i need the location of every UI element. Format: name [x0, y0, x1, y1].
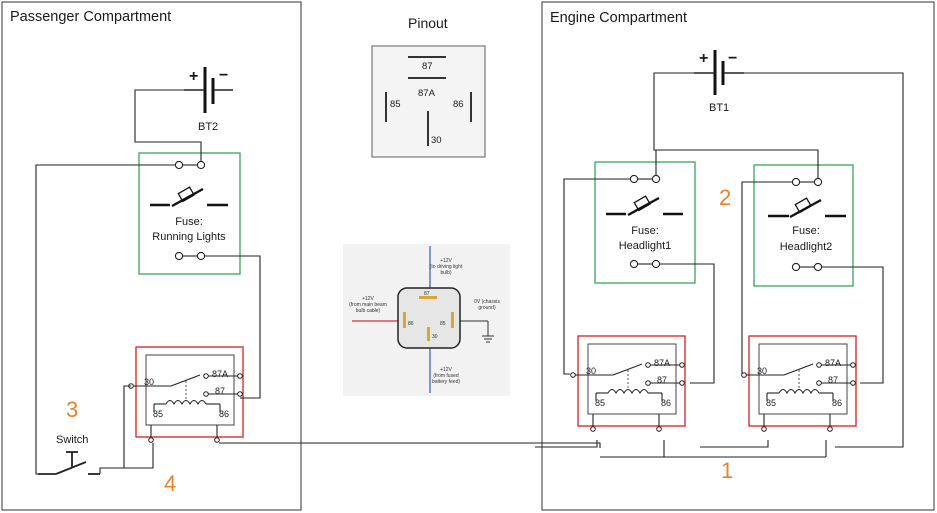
relay-terminal-87a-inner: [816, 362, 822, 368]
relay-pin-86: 86: [219, 409, 229, 419]
relay-terminal-87: [679, 380, 685, 386]
relay-terminal-87a-inner: [203, 373, 209, 379]
relay-pin-87a: 87A: [212, 369, 228, 379]
bt2-minus-sign: −: [219, 67, 228, 84]
relay-terminal-85: [761, 426, 767, 432]
relay-terminal-85: [148, 437, 154, 443]
battery-bt2: + − BT2: [184, 67, 233, 133]
fuse-running-lights-label-1: Fuse:: [175, 216, 203, 228]
marker-1: 1: [721, 458, 733, 483]
pinout-pin-87: 87: [422, 61, 433, 72]
relay-running-lights: 30 87A 87 85 86: [128, 346, 244, 443]
relay-terminal-87a: [850, 362, 856, 368]
relay-pin-85: 85: [766, 398, 776, 408]
relay-pin-87a: 87A: [825, 358, 841, 368]
relay-terminal-87-inner: [203, 391, 209, 397]
relay-terminal-86: [827, 426, 833, 432]
bt2-plus-sign: +: [189, 68, 198, 85]
reference-pin-30: 30: [432, 334, 438, 340]
relay-terminal-87-inner: [816, 380, 822, 386]
marker-3: 3: [66, 397, 78, 422]
relay-pin-86: 86: [832, 398, 842, 408]
fuse-headlight2-label-1: Fuse:: [792, 225, 820, 237]
relay-pin-87: 87: [828, 375, 838, 385]
passenger-compartment-frame: [1, 1, 302, 511]
fuse-headlight1-label-2: Headlight1: [619, 240, 672, 252]
marker-2: 2: [719, 185, 731, 210]
fuse-headlight1: Fuse: Headlight1: [594, 161, 696, 284]
pinout-pin-87a: 87A: [418, 88, 436, 99]
pinout-pin-30: 30: [431, 135, 442, 146]
switch: Switch: [38, 434, 100, 475]
engine-compartment-frame: [541, 1, 935, 511]
pinout-pin-86: 86: [453, 99, 464, 110]
marker-4: 4: [164, 471, 176, 496]
relay-terminal-87a: [679, 362, 685, 368]
relay-pin-86: 86: [661, 398, 671, 408]
bt1-plus-sign: +: [699, 50, 708, 67]
relay-terminal-86: [656, 426, 662, 432]
relay-terminal-85: [590, 426, 596, 432]
fuse-headlight1-label-1: Fuse:: [631, 225, 659, 237]
reference-pin-87: 87: [424, 291, 430, 297]
relay-terminal-86: [214, 437, 220, 443]
relay-pin-87a: 87A: [654, 358, 670, 368]
passenger-compartment-title: Passenger Compartment: [10, 9, 171, 25]
reference-pin-86: 86: [408, 321, 414, 327]
fuse-headlight2: Fuse: Headlight2: [753, 164, 854, 287]
bt1-minus-sign: −: [728, 50, 737, 67]
relay-pin-87: 87: [215, 386, 225, 396]
relay-pin-30: 30: [144, 377, 154, 387]
relay-terminal-87: [237, 391, 243, 397]
relay-pin-85: 85: [595, 398, 605, 408]
relay-headlight1: 30 87A 87 85 86: [570, 335, 686, 432]
fuse-headlight2-label-2: Headlight2: [780, 241, 833, 253]
battery-bt1: + − BT1: [694, 50, 744, 114]
pinout-diagram: 87 87A 85 86 30: [371, 45, 486, 158]
switch-label: Switch: [56, 434, 88, 446]
bt1-label: BT1: [709, 102, 729, 114]
relay-pin-30: 30: [586, 366, 596, 376]
pinout-title: Pinout: [408, 15, 448, 31]
fuse-running-lights: Fuse: Running Lights: [138, 152, 241, 275]
relay-terminal-87a-inner: [645, 362, 651, 368]
pinout-pin-85: 85: [390, 99, 401, 110]
relay-terminal-87: [850, 380, 856, 386]
relay-terminal-87-inner: [645, 380, 651, 386]
relay-terminal-30: [741, 372, 747, 378]
relay-terminal-30: [570, 372, 576, 378]
relay-headlight2: 30 87A 87 85 86: [741, 335, 857, 432]
engine-compartment-title: Engine Compartment: [550, 10, 687, 26]
relay-pin-87: 87: [657, 375, 667, 385]
reference-pin-85: 85: [440, 321, 446, 327]
relay-pin-30: 30: [757, 366, 767, 376]
relay-pin-85: 85: [153, 409, 163, 419]
wires: [35, 72, 904, 475]
fuse-running-lights-label-2: Running Lights: [152, 231, 226, 243]
relay-terminal-87a: [237, 373, 243, 379]
bt2-label: BT2: [198, 121, 218, 133]
